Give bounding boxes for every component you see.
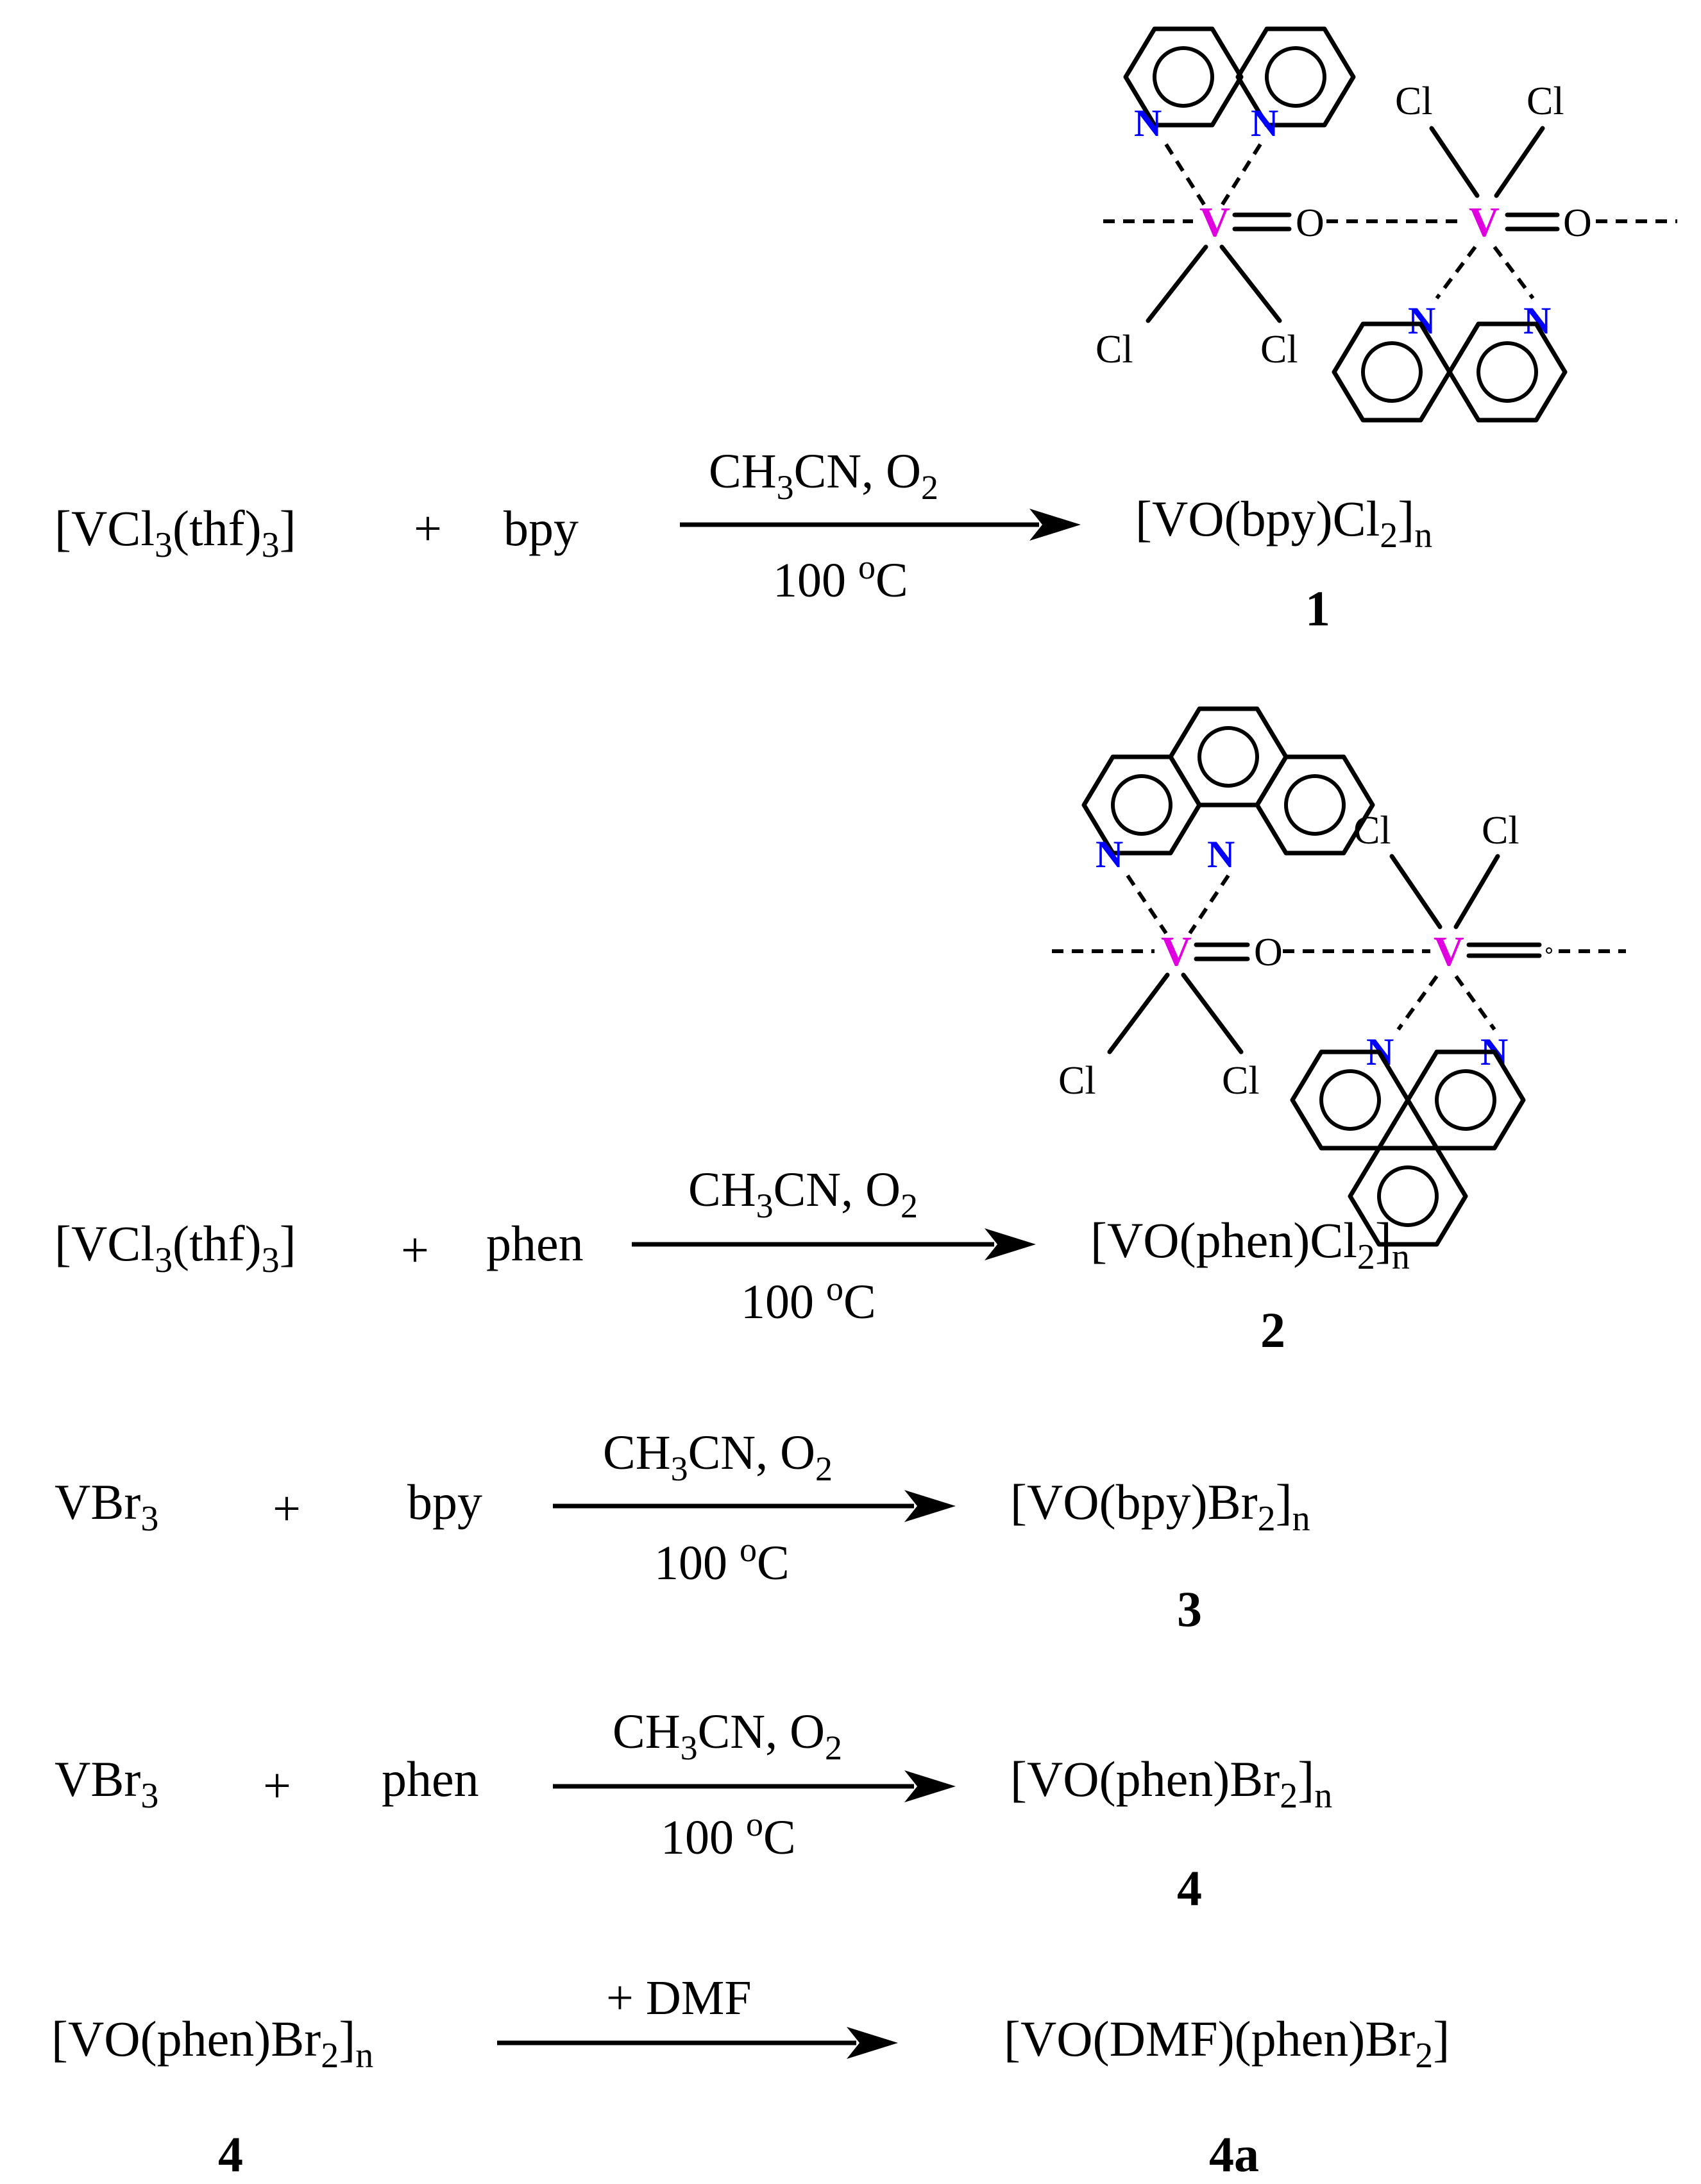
plus-sign: + <box>414 500 442 556</box>
chlorine-label: Cl <box>1222 1059 1260 1103</box>
nitrogen-label: N <box>1096 833 1123 876</box>
arrowhead <box>1029 509 1081 541</box>
conditions-top: + DMF <box>606 1971 752 2025</box>
reactant-2: phen <box>382 1751 479 1807</box>
compound-label: 3 <box>1177 1581 1202 1637</box>
product: [VO(bpy)Br2]n <box>1010 1474 1310 1539</box>
reactant-1: [VCl3(thf)3] <box>55 500 296 565</box>
arrowhead <box>904 1770 956 1802</box>
conditions-top: CH3CN, O2 <box>709 444 938 507</box>
oxygen-label: O <box>1296 201 1324 245</box>
reactant-2: bpy <box>504 500 579 556</box>
oxygen-label: O <box>1563 201 1592 245</box>
vanadium-label: V <box>1434 928 1464 975</box>
reaction-3: VBr3 + bpy CH3CN, O2 100 oC [VO(bpy)Br2]… <box>55 1426 1310 1637</box>
conditions-bottom: 100 oC <box>741 1269 876 1329</box>
plus-sign: + <box>273 1480 301 1536</box>
bottom-phenanthroline <box>1290 1049 1526 1247</box>
conditions-top: CH3CN, O2 <box>603 1426 833 1488</box>
arrowhead <box>985 1228 1036 1260</box>
chlorine-label: Cl <box>1395 80 1433 123</box>
reactant-2: bpy <box>407 1474 482 1530</box>
compound-label: 4 <box>218 2126 243 2182</box>
reactant-2: phen <box>486 1215 584 1271</box>
top-bipyridine <box>1123 26 1356 128</box>
conditions-bottom: 100 oC <box>661 1805 796 1865</box>
structure-1-bpy-polymer: N N V O Cl Cl V Cl Cl O N N <box>1096 26 1677 423</box>
arrowhead <box>847 2027 898 2059</box>
reactant-1: VBr3 <box>55 1474 158 1539</box>
structure-2-phen-polymer: N N V O Cl Cl V Cl Cl N N <box>1052 706 1626 1247</box>
bottom-bipyridine <box>1332 321 1568 423</box>
plus-sign: + <box>401 1222 429 1278</box>
chlorine-label: Cl <box>1527 80 1564 123</box>
arrowhead <box>904 1490 956 1522</box>
compound-label: 4 <box>1177 1860 1202 1916</box>
reactant-1: [VCl3(thf)3] <box>55 1215 296 1280</box>
compound-label: 2 <box>1260 1302 1285 1358</box>
chlorine-label: Cl <box>1353 809 1391 852</box>
chlorine-label: Cl <box>1482 809 1519 852</box>
reactant-1: VBr3 <box>55 1751 158 1816</box>
nitrogen-label: N <box>1134 102 1162 144</box>
product: [VO(phen)Cl2]n <box>1090 1212 1410 1277</box>
chlorine-label: Cl <box>1260 328 1298 371</box>
vanadium-label: V <box>1469 199 1500 246</box>
compound-label: 4a <box>1209 2126 1259 2182</box>
product: [VO(bpy)Cl2]n <box>1135 491 1432 555</box>
compound-label: 1 <box>1305 580 1330 636</box>
vanadium-label: V <box>1161 928 1192 975</box>
plus-sign: + <box>263 1757 291 1813</box>
conditions-bottom: 100 oC <box>773 548 908 607</box>
conditions-bottom: 100 oC <box>654 1530 790 1590</box>
chlorine-label: Cl <box>1096 328 1133 371</box>
top-phenanthroline <box>1081 706 1375 856</box>
product: [VO(phen)Br2]n <box>1010 1751 1332 1816</box>
nitrogen-label: N <box>1408 300 1435 342</box>
product: [VO(DMF)(phen)Br2] <box>1004 2011 1450 2076</box>
reaction-2: [VCl3(thf)3] + phen CH3CN, O2 100 oC [VO… <box>55 1163 1410 1358</box>
conditions-top: CH3CN, O2 <box>688 1163 918 1225</box>
vanadium-label: V <box>1199 199 1230 246</box>
nitrogen-label: N <box>1207 833 1235 876</box>
chlorine-label: Cl <box>1058 1059 1096 1103</box>
nitrogen-label: N <box>1523 300 1551 342</box>
conditions-top: CH3CN, O2 <box>613 1705 842 1767</box>
nitrogen-label: N <box>1251 102 1278 144</box>
oxygen-label: O <box>1254 931 1283 974</box>
reaction-1: [VCl3(thf)3] + bpy CH3CN, O2 100 oC [VO(… <box>55 444 1432 636</box>
reaction-4: VBr3 + phen CH3CN, O2 100 oC [VO(phen)Br… <box>55 1705 1332 1916</box>
reaction-5: [VO(phen)Br2]n 4 + DMF [VO(DMF)(phen)Br2… <box>51 1971 1450 2182</box>
reactant-1: [VO(phen)Br2]n <box>51 2011 373 2076</box>
